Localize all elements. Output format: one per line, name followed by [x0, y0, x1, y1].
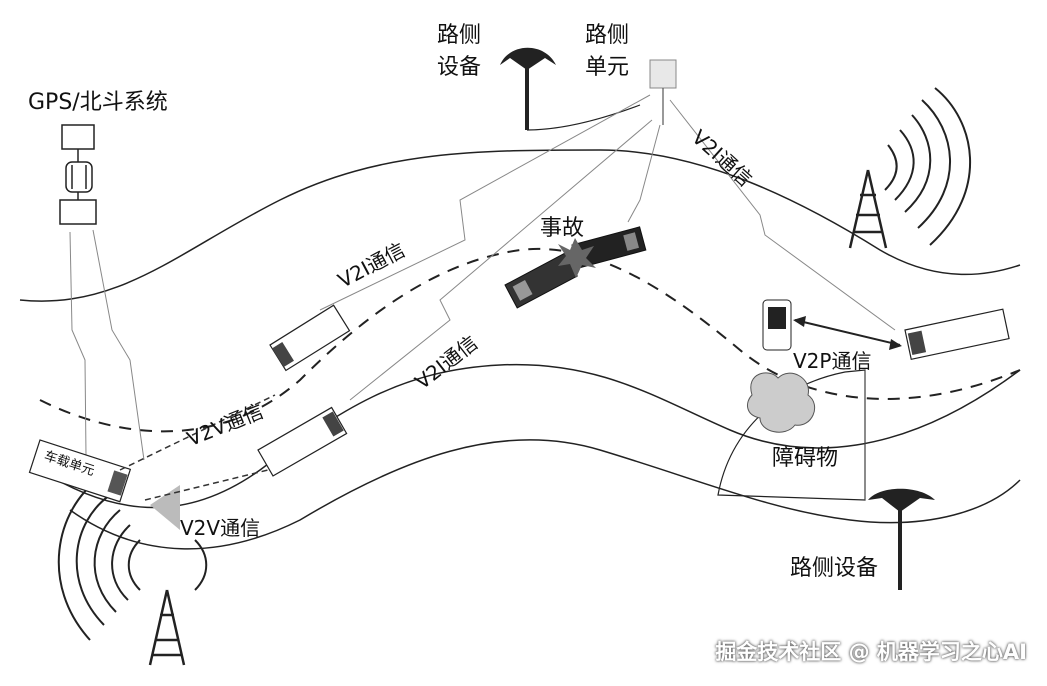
- road-upper-edge: [19, 149, 1021, 302]
- label-v2p: V2P通信: [793, 349, 872, 373]
- label-obstacle: 障碍物: [772, 446, 839, 471]
- label-accident: 事故: [540, 216, 585, 241]
- v2p-arrowhead-right: [889, 339, 902, 350]
- vehicle-lower-truck: [257, 406, 348, 477]
- road-lower-edge: [39, 363, 1021, 509]
- v2i-link-to-right-car: [669, 99, 896, 331]
- v2v-link-upper: [119, 394, 276, 471]
- v2i-link-to-accident: [627, 124, 661, 223]
- vehicle-onboard: [28, 439, 132, 503]
- label-roadside-equipment-bottom: 路侧设备: [790, 556, 879, 581]
- v2i-link-to-left-car: [319, 94, 651, 311]
- vehicle-accident-car-2: [571, 226, 647, 269]
- accident-burst-icon: [558, 238, 596, 278]
- cell-tower-bottom-icon: [57, 477, 208, 666]
- v2p-link: [794, 319, 901, 346]
- gps-satellite-icon: [59, 124, 97, 225]
- watermark: 掘金技术社区 @ 机器学习之心AI: [715, 640, 1027, 664]
- roadside-equipment-bottom-icon: [864, 370, 935, 590]
- v2i-link-mid: [349, 119, 653, 401]
- roadside-unit-icon: [649, 59, 677, 125]
- v2p-arrowhead-left: [793, 316, 806, 327]
- label-v2v-lower: V2V通信: [180, 516, 261, 540]
- roadside-equipment-top-icon: [500, 47, 641, 131]
- label-gps: GPS/北斗系统: [28, 90, 168, 115]
- gps-link-left: [69, 231, 87, 457]
- label-roadside-equipment-top: 路侧 设备: [437, 23, 482, 80]
- mobile-phone-icon: [762, 299, 792, 351]
- cell-tower-right-icon: [848, 87, 972, 249]
- vehicle-right-truck: [904, 308, 1010, 361]
- vehicle-upper-truck: [269, 304, 351, 372]
- road-center-dashed: [39, 247, 1021, 433]
- gps-link-right: [92, 229, 145, 461]
- road-outer-lower-edge: [69, 439, 1021, 550]
- obstacle-icon: [747, 372, 816, 433]
- onboard-signal-cone: [150, 485, 180, 530]
- label-roadside-unit: 路侧 单元: [585, 23, 630, 80]
- v2v-link-lower: [144, 469, 269, 501]
